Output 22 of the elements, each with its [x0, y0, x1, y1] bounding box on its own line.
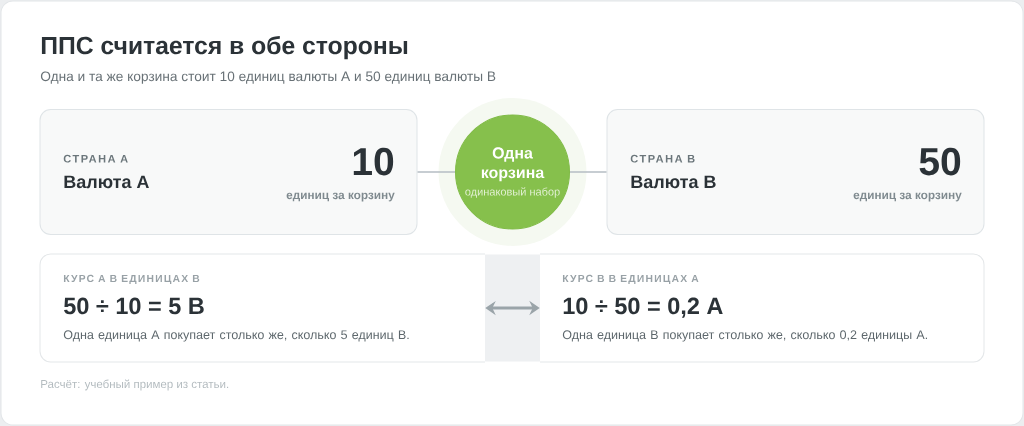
rate-formula: 10 ÷ 50 = 0,2 A: [563, 297, 723, 318]
unit-label: единиц за корзину: [286, 192, 395, 202]
currency-name: Валюта B: [631, 175, 716, 189]
unit-label: единиц за корзину: [853, 192, 962, 202]
connector-line: [416, 171, 456, 173]
connector-line: [569, 171, 608, 173]
title: ППС считается в обе стороны: [41, 35, 408, 60]
big-number: 50: [919, 147, 961, 176]
country-label: СТРАНА B: [630, 154, 695, 163]
double-arrow: [485, 300, 540, 316]
rate-heading: КУРС A В ЕДИНИЦАХ B: [63, 274, 200, 285]
rate-heading: КУРС B В ЕДИНИЦАХ A: [562, 274, 699, 285]
rate-note: Одна единица B покупает столько же, сколько 0,2 единицы A.: [562, 330, 927, 342]
currency-name: Валюта A: [64, 175, 149, 189]
big-number: 10: [353, 147, 394, 176]
circle-title: Одна корзина: [481, 147, 545, 182]
circle-subtitle: одинаковый набор: [465, 187, 560, 198]
rate-formula: 50 ÷ 10 = 5 B: [64, 297, 204, 315]
subtitle: Одна и та же корзина стоит 10 единиц валюты A и 50 единиц валюты B: [40, 71, 496, 84]
rate-note: Одна единица A покупает столько же, сколько 5 единиц B.: [63, 330, 409, 342]
footnote: Расчёт: учебный пример из статьи.: [41, 379, 229, 391]
country-label: СТРАНА A: [63, 154, 128, 163]
